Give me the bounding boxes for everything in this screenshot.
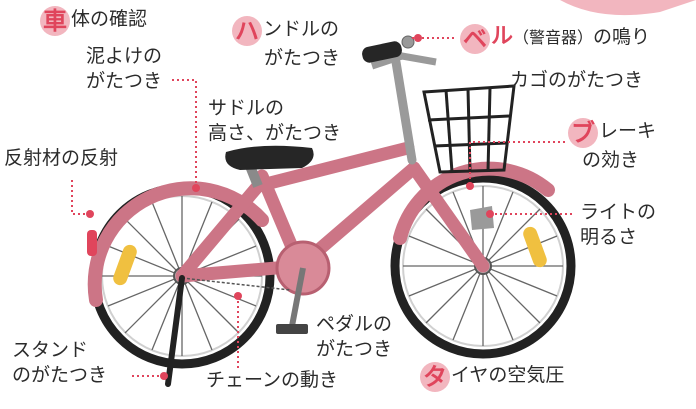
tire-label: タイヤの空気圧 — [420, 362, 564, 392]
bell-label: ベル（警音器）の鳴り — [460, 24, 650, 54]
front-mudguard — [393, 161, 555, 245]
basket — [422, 84, 516, 174]
rear-wheel-reflector — [113, 244, 137, 286]
bell — [401, 35, 415, 49]
headlight — [470, 206, 494, 230]
front-wheel-reflector — [523, 226, 547, 268]
saddle-label: サドルの 高さ、がたつき — [208, 97, 342, 144]
stand-label: スタンド のがたつき — [12, 339, 108, 386]
title-label: 車体の確認 — [40, 6, 147, 36]
frame — [175, 141, 490, 283]
handle-label: ハンドルの がたつき — [232, 16, 340, 71]
brake-label: ブレーキ の効き — [568, 118, 656, 173]
rear-reflector — [87, 230, 97, 256]
saddle — [225, 145, 314, 170]
rear-mudguard — [87, 181, 269, 307]
mudguard-label: 泥よけの がたつき — [86, 45, 163, 92]
kickstand — [165, 275, 185, 387]
chain-label: チェーンの動き — [206, 369, 339, 391]
handlebar — [370, 52, 437, 70]
basket-label: カゴのがたつき — [510, 69, 644, 91]
handle-grip — [362, 41, 402, 63]
pedal — [276, 324, 308, 334]
light-label: ライトの 明るさ — [580, 201, 657, 248]
leader-dots — [86, 34, 494, 380]
leader-lines — [71, 37, 572, 377]
corner-decoration — [560, 0, 696, 16]
reflector-label: 反射材の反射 — [4, 147, 119, 169]
pedal-label: ペダルの がたつき — [316, 313, 393, 360]
